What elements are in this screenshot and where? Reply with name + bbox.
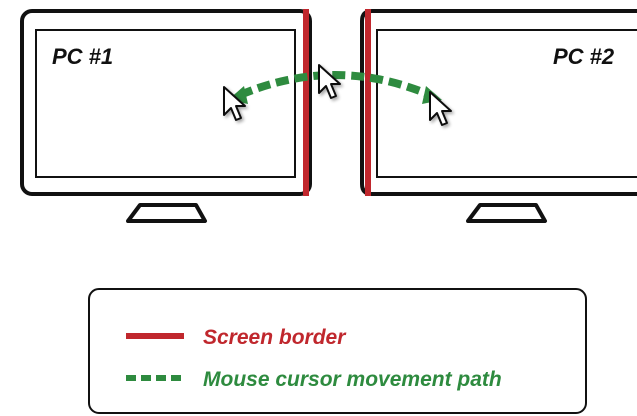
pc2-monitor: PC #2	[360, 9, 637, 223]
legend-label-cursor-path: Mouse cursor movement path	[203, 368, 502, 391]
pc1-label: PC #1	[52, 44, 113, 69]
pc2-stand	[466, 203, 547, 223]
pc1-monitor: PC #1	[20, 9, 312, 223]
legend-item-cursor-path: Mouse cursor movement path	[126, 368, 502, 391]
pc1-screen-border	[303, 9, 309, 196]
pc1-screen	[35, 29, 296, 178]
legend-item-screen-border: Screen border	[126, 326, 347, 349]
pc2-screen	[376, 29, 637, 178]
pc2-screen-border	[365, 9, 371, 196]
legend-box	[88, 288, 587, 414]
pc1-stand	[126, 203, 207, 223]
mouse-cursor-icon	[318, 64, 341, 99]
legend-label-screen-border: Screen border	[203, 326, 347, 349]
pc2-label: PC #2	[553, 44, 615, 69]
legend: Screen border Mouse cursor movement path	[88, 288, 587, 414]
